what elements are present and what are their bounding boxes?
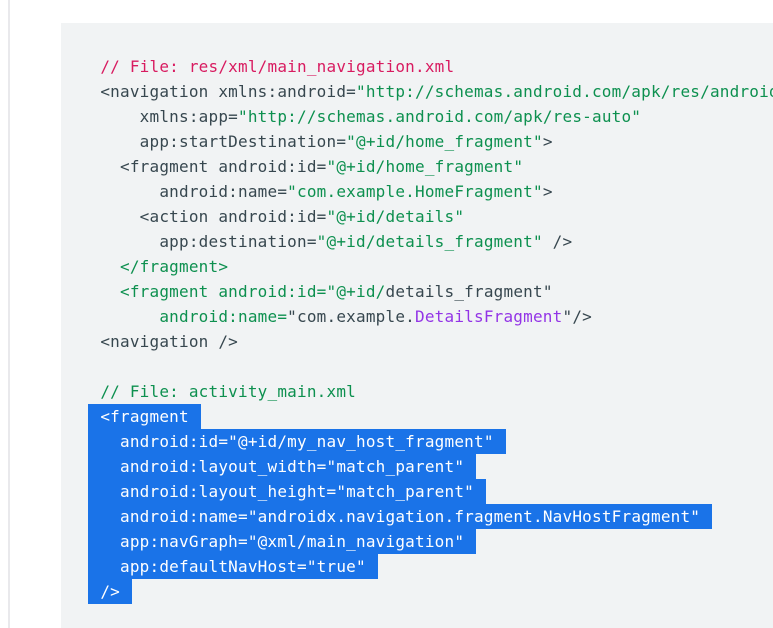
code-line[interactable]: android:layout_width="match_parent" [61, 454, 773, 479]
code-block[interactable]: // File: res/xml/main_navigation.xml <na… [61, 23, 773, 628]
code-token: <navigation /> [61, 332, 238, 351]
code-token [61, 282, 120, 301]
code-token: details_fragment" [385, 282, 553, 301]
code-line[interactable]: android:name="com.example.HomeFragment"> [61, 179, 773, 204]
code-token: "http://schemas.android.com/apk/res/andr… [355, 82, 773, 101]
code-token: "/> [562, 307, 592, 326]
code-line[interactable]: // File: res/xml/main_navigation.xml [61, 54, 773, 79]
code-content[interactable]: // File: res/xml/main_navigation.xml <na… [61, 54, 773, 604]
code-token: "@+id/details_fragment" [316, 232, 543, 251]
code-token: > [542, 132, 553, 151]
selected-code-text: app:defaultNavHost="true" [88, 554, 378, 579]
code-line[interactable]: xmlns:app="http://schemas.android.com/ap… [61, 104, 773, 129]
code-line[interactable]: android:name="androidx.navigation.fragme… [61, 504, 773, 529]
code-line[interactable]: android:layout_height="match_parent" [61, 479, 773, 504]
code-token: DetailsFragment [414, 307, 563, 326]
selected-code-text: app:navGraph="@xml/main_navigation" [88, 529, 477, 554]
code-line[interactable]: app:defaultNavHost="true" [61, 554, 773, 579]
code-token: "@+id/home_fragment" [346, 132, 543, 151]
code-line[interactable]: </fragment> [61, 254, 773, 279]
code-token: "http://schemas.android.com/apk/res-auto… [238, 107, 642, 126]
code-token: /> [542, 232, 573, 251]
code-token: xmlns:app= [61, 107, 238, 126]
code-line[interactable]: <navigation xmlns:android="http://schema… [61, 79, 773, 104]
code-token: > [542, 182, 553, 201]
code-token: "@+id/details" [326, 207, 465, 226]
code-line[interactable]: android:id="@+id/my_nav_host_fragment" [61, 429, 773, 454]
code-token: "com.example. [287, 307, 415, 326]
code-line[interactable]: <fragment android:id="@+id/details_fragm… [61, 279, 773, 304]
code-token [61, 307, 159, 326]
selected-code-text: android:layout_width="match_parent" [88, 454, 477, 479]
code-token: "@+id/ [326, 282, 386, 301]
code-line[interactable]: <fragment android:id="@+id/home_fragment… [61, 154, 773, 179]
code-token [61, 57, 100, 76]
code-line[interactable] [61, 354, 773, 379]
selected-code-text: android:id="@+id/my_nav_host_fragment" [88, 429, 506, 454]
selected-code-text: /> [88, 579, 133, 604]
code-token: "@+id/home_fragment" [326, 157, 524, 176]
code-line[interactable]: <fragment [61, 404, 773, 429]
code-token: "com.example.HomeFragment" [287, 182, 543, 201]
code-line[interactable]: /> [61, 579, 773, 604]
code-token: </fragment> [120, 257, 229, 276]
code-line[interactable]: android:name="com.example.DetailsFragmen… [61, 304, 773, 329]
page-left-border [8, 0, 10, 628]
code-line[interactable]: <navigation /> [61, 329, 773, 354]
code-token: <navigation xmlns:android= [61, 82, 356, 101]
selected-code-text: <fragment [88, 404, 201, 429]
selected-code-text: android:name="androidx.navigation.fragme… [88, 504, 713, 529]
code-token: <fragment android:id= [120, 282, 327, 301]
code-token: <action android:id= [61, 207, 327, 226]
code-token [61, 257, 120, 276]
code-token: android:name= [61, 182, 288, 201]
code-token: // File: activity_main.xml [100, 382, 356, 401]
code-token: <fragment android:id= [61, 157, 327, 176]
code-token: app:startDestination= [61, 132, 347, 151]
code-line[interactable]: // File: activity_main.xml [61, 379, 773, 404]
code-token: android:name= [159, 307, 288, 326]
code-line[interactable]: app:startDestination="@+id/home_fragment… [61, 129, 773, 154]
selected-code-text: android:layout_height="match_parent" [88, 479, 486, 504]
code-line[interactable]: <action android:id="@+id/details" [61, 204, 773, 229]
code-line[interactable]: app:destination="@+id/details_fragment" … [61, 229, 773, 254]
code-line[interactable]: app:navGraph="@xml/main_navigation" [61, 529, 773, 554]
code-token: app:destination= [61, 232, 317, 251]
code-token [61, 382, 100, 401]
code-token: // File: res/xml/main_navigation.xml [100, 57, 455, 76]
